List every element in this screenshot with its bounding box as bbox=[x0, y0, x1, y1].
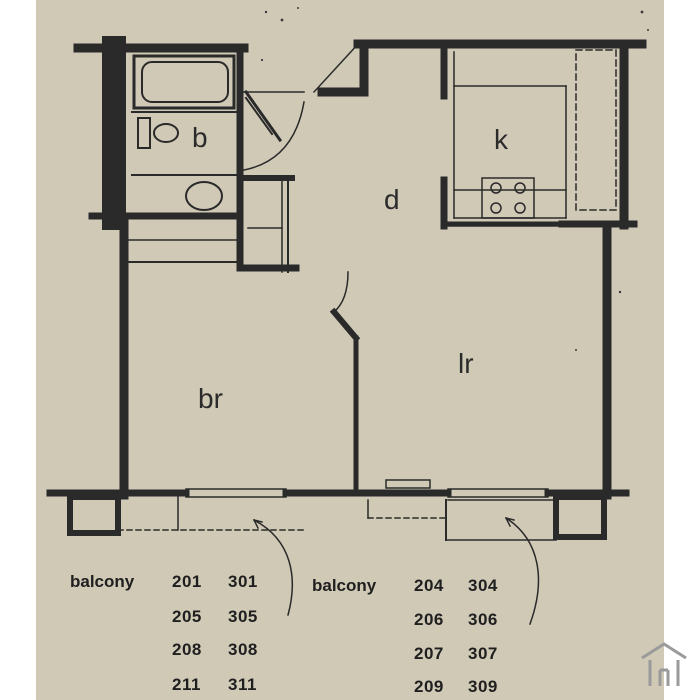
stove-burner bbox=[490, 202, 502, 214]
floor-plan bbox=[46, 7, 649, 625]
unit-number: 208 bbox=[172, 640, 202, 659]
legend-left-label: balcony bbox=[70, 572, 135, 591]
unit-number: 305 bbox=[228, 607, 258, 626]
unit-number: 301 bbox=[228, 572, 258, 591]
legend-right-label: balcony bbox=[312, 576, 377, 595]
balcony-post bbox=[67, 494, 121, 536]
floor-plan-board: b k d br lr balcony 201 301 205 305 208 … bbox=[36, 0, 664, 700]
balcony-post bbox=[553, 494, 607, 540]
house-outline-icon bbox=[641, 642, 687, 686]
sink bbox=[185, 181, 223, 211]
stove-burner bbox=[514, 182, 526, 194]
unit-number: 209 bbox=[414, 677, 444, 696]
unit-number: 309 bbox=[468, 677, 498, 696]
unit-number: 205 bbox=[172, 607, 202, 626]
unit-number: 311 bbox=[228, 675, 257, 694]
room-label-bedroom: br bbox=[198, 383, 223, 414]
unit-number: 201 bbox=[172, 572, 202, 591]
toilet-bowl bbox=[153, 123, 179, 143]
unit-number: 211 bbox=[172, 675, 201, 694]
arrow-right bbox=[504, 516, 540, 625]
room-label-dining: d bbox=[384, 184, 400, 215]
arrow-left bbox=[252, 518, 294, 616]
stove-burner bbox=[514, 202, 526, 214]
unit-number: 304 bbox=[468, 576, 498, 595]
unit-number: 206 bbox=[414, 610, 444, 629]
room-label-kitchen: k bbox=[494, 124, 508, 155]
room-label-living: lr bbox=[458, 348, 474, 379]
stove bbox=[481, 177, 535, 219]
unit-number: 308 bbox=[228, 640, 258, 659]
refrigerator bbox=[575, 49, 617, 211]
unit-number: 204 bbox=[414, 576, 444, 595]
unit-number: 306 bbox=[468, 610, 498, 629]
room-label-bath: b bbox=[192, 122, 208, 153]
bathtub-inner bbox=[141, 61, 229, 103]
bathtub bbox=[132, 54, 236, 110]
stove-burner bbox=[490, 182, 502, 194]
unit-number: 207 bbox=[414, 644, 444, 663]
unit-number: 307 bbox=[468, 644, 498, 663]
toilet-tank bbox=[137, 117, 151, 149]
